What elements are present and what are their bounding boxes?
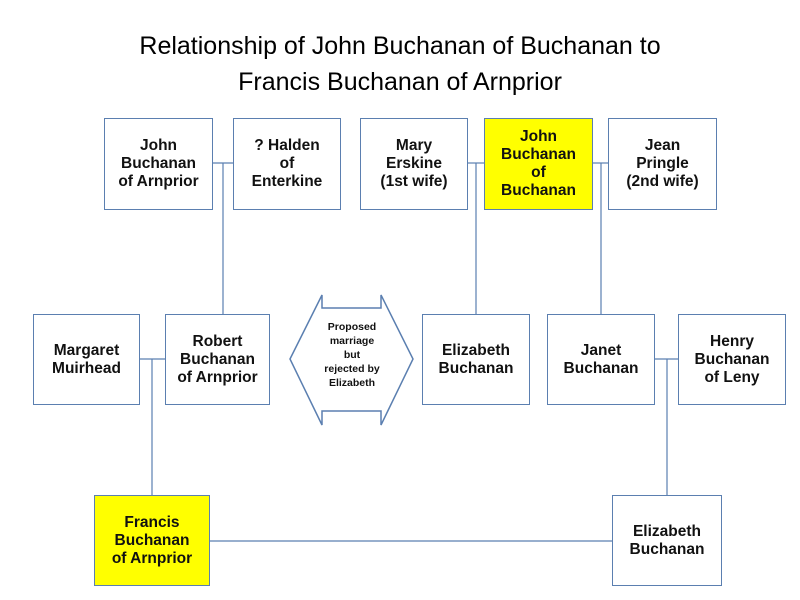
person-robert-buchanan-of-arnprior: Robert Buchanan of Arnprior [165,314,270,405]
person-janet-buchanan: Janet Buchanan [547,314,655,405]
diagram-title: Relationship of John Buchanan of Buchana… [0,28,800,100]
person-label: Mary Erskine (1st wife) [380,137,448,190]
person-label: Margaret Muirhead [52,341,121,377]
person-label: ? Halden of Enterkine [251,137,323,190]
title-line-1: Relationship of John Buchanan of Buchana… [139,32,661,60]
person-label: John Buchanan of Buchanan [501,128,576,199]
person-mary-erskine: Mary Erskine (1st wife) [360,118,468,210]
title-line-2: Francis Buchanan of Arnprior [238,68,562,96]
person-jean-pringle: Jean Pringle (2nd wife) [608,118,717,210]
person-halden-of-enterkine: ? Halden of Enterkine [233,118,341,210]
proposed-marriage-label: Proposed marriage but rejected by Elizab… [324,321,380,389]
person-john-buchanan-of-arnprior: John Buchanan of Arnprior [104,118,213,210]
person-label: Janet Buchanan [563,341,639,377]
person-label: Jean Pringle (2nd wife) [626,137,699,190]
proposed-marriage-arrow [289,294,414,426]
person-francis-buchanan-of-arnprior: Francis Buchanan of Arnprior [94,495,210,586]
person-label: John Buchanan of Arnprior [118,137,199,190]
person-label: Henry Buchanan of Leny [694,332,770,386]
person-john-buchanan-of-buchanan: John Buchanan of Buchanan [484,118,593,210]
person-elizabeth-buchanan-middle: Elizabeth Buchanan [422,314,530,405]
person-margaret-muirhead: Margaret Muirhead [33,314,140,405]
person-label: Robert Buchanan of Arnprior [177,332,258,386]
person-label: Francis Buchanan of Arnprior [111,513,193,567]
person-label: Elizabeth Buchanan [629,522,705,558]
person-label: Elizabeth Buchanan [438,341,514,377]
person-elizabeth-buchanan-bottom: Elizabeth Buchanan [612,495,722,586]
person-henry-buchanan-of-leny: Henry Buchanan of Leny [678,314,786,405]
